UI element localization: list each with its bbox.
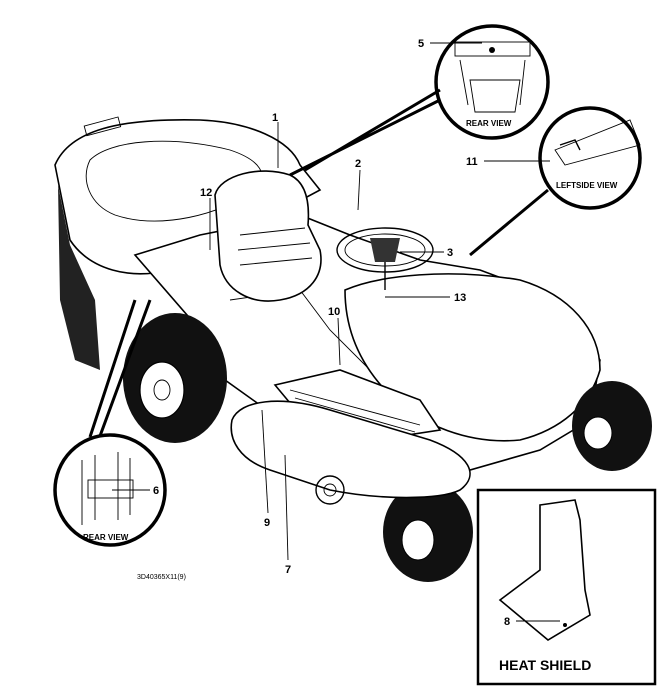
heat-shield-plate-icon [498,499,591,641]
callout-12: 12 [200,187,212,199]
rear-view-top-caption: REAR VIEW [466,119,512,128]
callout-9: 9 [264,517,270,529]
leader-lines [112,42,560,622]
front-wheel-right-icon [572,381,652,471]
inset-rear-view-top [434,24,550,140]
rear-view-bottom-caption: REAR VIEW [83,533,129,542]
callout-2: 2 [355,158,361,170]
seat-icon [214,170,322,302]
leftside-view-caption: LEFTSIDE VIEW [556,181,618,190]
mower-deck-icon [230,400,471,505]
inset-leftside-view [538,106,642,210]
callout-11: 11 [466,156,478,168]
heat-shield-caption: HEAT SHIELD [499,657,591,673]
callout-13: 13 [454,292,466,304]
callout-6: 6 [153,485,159,497]
front-wheel-left-icon [383,482,473,582]
inset-rear-view-bottom [53,433,167,547]
callout-10: 10 [328,306,340,318]
heat-shield-inset [476,488,657,686]
callout-7: 7 [285,564,291,576]
steering-wheel-icon [336,227,434,290]
grass-bag-icon [54,116,322,370]
part-code: 3D40365X11(9) [137,574,186,581]
rear-wheel-icon [123,313,227,443]
callout-3: 3 [447,247,453,259]
callout-1: 1 [272,112,278,124]
callout-8: 8 [504,616,510,628]
callout-5: 5 [418,38,424,50]
